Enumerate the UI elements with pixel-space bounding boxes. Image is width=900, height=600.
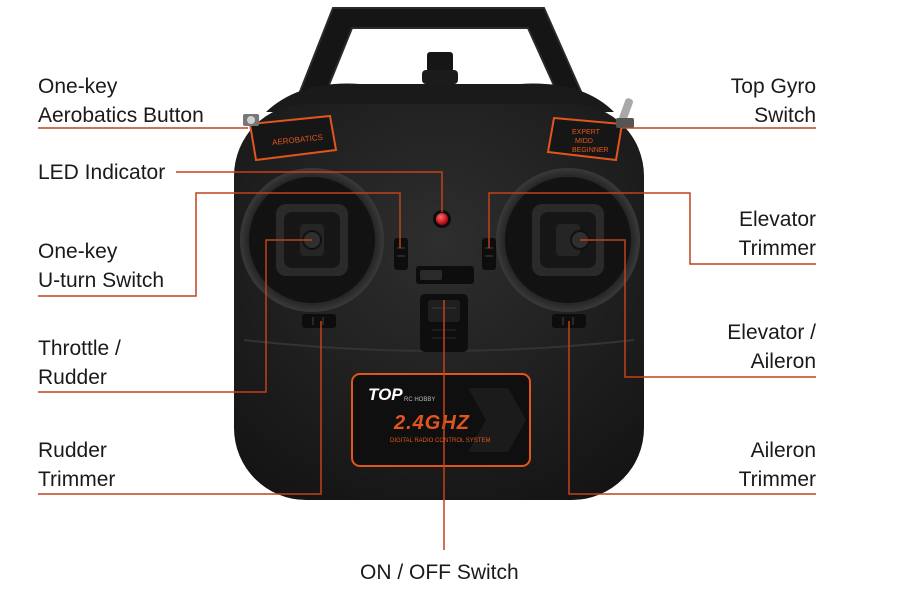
mode-label-midd: MIDD: [575, 138, 593, 145]
label-rudder-trimmer-line1: Rudder: [38, 436, 115, 465]
system-text: DIGITAL RADIO CONTROL SYSTEM: [390, 438, 490, 444]
label-gyro-line1: Top Gyro: [731, 72, 816, 101]
label-elevator-aileron: Elevator / Aileron: [727, 318, 816, 376]
label-aileron-trimmer-line1: Aileron: [739, 436, 816, 465]
label-power-switch: ON / OFF Switch: [360, 558, 519, 587]
frequency-text: 2.4GHZ: [393, 412, 470, 434]
label-uturn-line2: U-turn Switch: [38, 266, 164, 295]
label-uturn-line1: One-key: [38, 237, 164, 266]
label-throttle-line2: Rudder: [38, 363, 121, 392]
mode-badge: EXPERT MIDD BEGINNER: [548, 118, 622, 160]
label-rudder-trimmer-line2: Trimmer: [38, 465, 115, 494]
rudder-trimmer[interactable]: [302, 314, 336, 328]
antenna-knob: [422, 52, 458, 84]
label-power-line1: ON / OFF Switch: [360, 558, 519, 587]
gyro-switch[interactable]: [616, 97, 634, 128]
mode-label-expert: EXPERT: [572, 129, 601, 136]
label-rudder-trimmer: Rudder Trimmer: [38, 436, 115, 494]
label-led-line1: LED Indicator: [38, 158, 165, 187]
label-aileron-trimmer: Aileron Trimmer: [739, 436, 816, 494]
label-aerobatics-button: One-key Aerobatics Button: [38, 72, 204, 130]
label-elevator-aileron-line2: Aileron: [727, 347, 816, 376]
label-led-indicator: LED Indicator: [38, 158, 165, 187]
label-elevator-aileron-line1: Elevator /: [727, 318, 816, 347]
brand-panel: TOP RC HOBBY 2.4GHZ DIGITAL RADIO CONTRO…: [352, 374, 530, 466]
label-throttle-line1: Throttle /: [38, 334, 121, 363]
uturn-switch[interactable]: [394, 238, 408, 270]
label-gyro-line2: Switch: [731, 101, 816, 130]
label-uturn-switch: One-key U-turn Switch: [38, 237, 164, 295]
label-top-gyro-switch: Top Gyro Switch: [731, 72, 816, 130]
mode-label-beginner: BEGINNER: [572, 147, 609, 154]
label-aerobatics-line2: Aerobatics Button: [38, 101, 204, 130]
label-throttle-rudder: Throttle / Rudder: [38, 334, 121, 392]
label-elevator-trimmer-line2: Trimmer: [739, 234, 816, 263]
center-toggle[interactable]: [416, 266, 474, 284]
aerobatics-button[interactable]: [243, 114, 259, 126]
label-elevator-trimmer-line1: Elevator: [739, 205, 816, 234]
led-indicator: [433, 210, 451, 228]
label-aileron-trimmer-line2: Trimmer: [739, 465, 816, 494]
label-aerobatics-line1: One-key: [38, 72, 204, 101]
label-elevator-trimmer: Elevator Trimmer: [739, 205, 816, 263]
brand-logo: TOP: [368, 385, 403, 404]
brand-subtitle: RC HOBBY: [404, 397, 435, 403]
